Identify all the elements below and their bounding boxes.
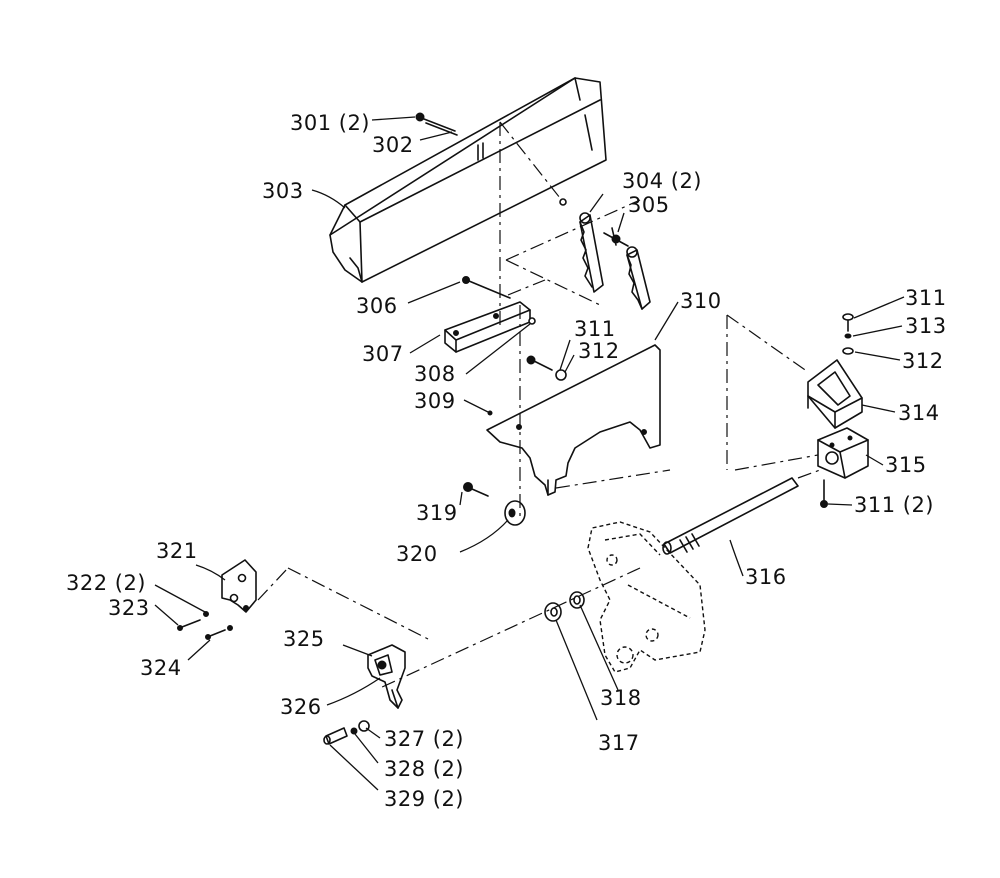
center-lines [257,121,821,689]
screw-306 [462,276,511,299]
callout-309: 309 [414,389,456,413]
bracket-321 [221,559,257,613]
callout-312b: 312 [902,349,944,373]
callout-306: 306 [356,294,398,318]
callout-326: 326 [280,695,322,719]
callout-311b: 311 [905,286,947,310]
callout-305: 305 [628,193,670,217]
callout-307: 307 [362,342,404,366]
screw-329 [323,720,370,745]
callout-310: 310 [680,289,722,313]
callout-329: 329 (2) [384,787,464,811]
callout-312a: 312 [578,339,620,363]
callout-301: 301 (2) [290,111,370,135]
bolt-319 [463,482,489,497]
callout-327: 327 (2) [384,727,464,751]
knob-320 [504,500,526,526]
callout-328: 328 (2) [384,757,464,781]
callout-311a: 311 [574,317,616,341]
support-314 [807,359,863,429]
pin-309 [487,410,493,416]
callout-321: 321 [156,539,198,563]
screw-311-bottom [820,479,828,508]
screw-301 [415,112,458,136]
bracket-307 [444,301,531,353]
callout-323: 323 [108,596,150,620]
callout-304: 304 (2) [622,169,702,193]
callout-311c: 311 (2) [854,493,934,517]
callout-313: 313 [905,314,947,338]
callout-318: 318 [600,686,642,710]
callout-320: 320 [396,542,438,566]
plate-310 [486,344,661,496]
callout-322: 322 (2) [66,571,146,595]
callout-325: 325 [283,627,325,651]
bolt-311-top [842,313,854,355]
callout-324: 324 [140,656,182,680]
callout-308: 308 [414,362,456,386]
callout-319: 319 [416,501,458,525]
callouts: 301 (2) 302 303 304 (2) 305 306 307 308 … [66,111,947,811]
block-315 [817,427,869,479]
screw-323 [177,611,209,631]
nut-308 [528,317,536,325]
blade-guard-303 [329,77,607,283]
callout-303: 303 [262,179,304,203]
lever-325 [367,644,406,709]
nut-317 [544,602,562,622]
callout-316: 316 [745,565,787,589]
blade-304 [579,212,651,310]
bolt-311-plate [526,355,567,381]
leader-lines [154,116,905,791]
screw-324 [205,625,233,640]
callout-317: 317 [598,731,640,755]
trunnion-hidden [587,521,706,673]
callout-314: 314 [898,401,940,425]
rod-316 [662,477,799,555]
callout-315: 315 [885,453,927,477]
callout-302: 302 [372,133,414,157]
